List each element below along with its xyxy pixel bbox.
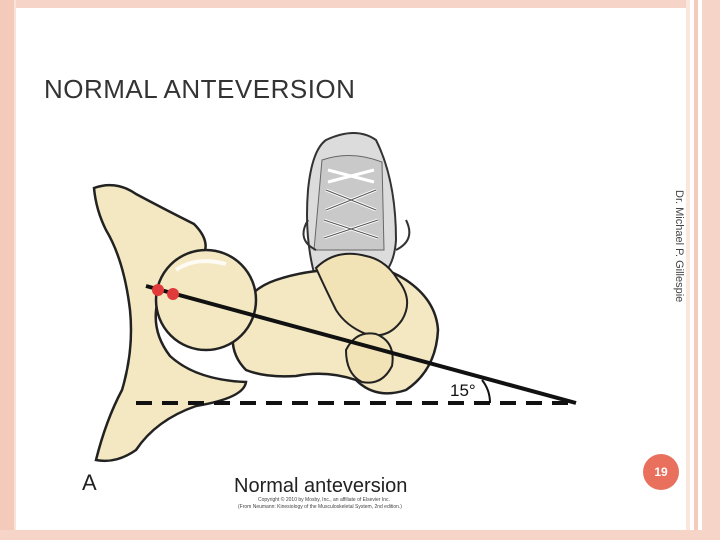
slide-frame-top <box>0 0 720 8</box>
femoral-head <box>156 250 256 350</box>
figure-caption: Normal anteversion <box>234 475 407 497</box>
copyright-line-1: Copyright © 2010 by Mosby, Inc., an affi… <box>258 496 390 503</box>
panel-letter: A <box>82 470 97 495</box>
red-marker-2 <box>167 288 179 300</box>
author-credit: Dr. Michael P. Gillespie <box>673 190 685 302</box>
slide-frame-left <box>0 0 14 540</box>
angle-label: 15° <box>450 381 476 400</box>
angle-arc <box>482 380 490 403</box>
page-number-badge: 19 <box>643 454 679 490</box>
red-marker-1 <box>152 284 164 296</box>
femur-anteversion-illustration: 15° A Normal anteversion Copyright © 201… <box>76 120 616 520</box>
slide-title: NORMAL ANTEVERSION <box>44 74 355 105</box>
slide-frame-right <box>686 0 720 540</box>
slide-frame-bottom <box>0 530 720 540</box>
copyright-line-2: (From Neumann: Kinesiology of the Muscul… <box>238 504 402 510</box>
slide-frame-left-inner <box>14 0 16 540</box>
femur-illustration <box>233 254 438 394</box>
